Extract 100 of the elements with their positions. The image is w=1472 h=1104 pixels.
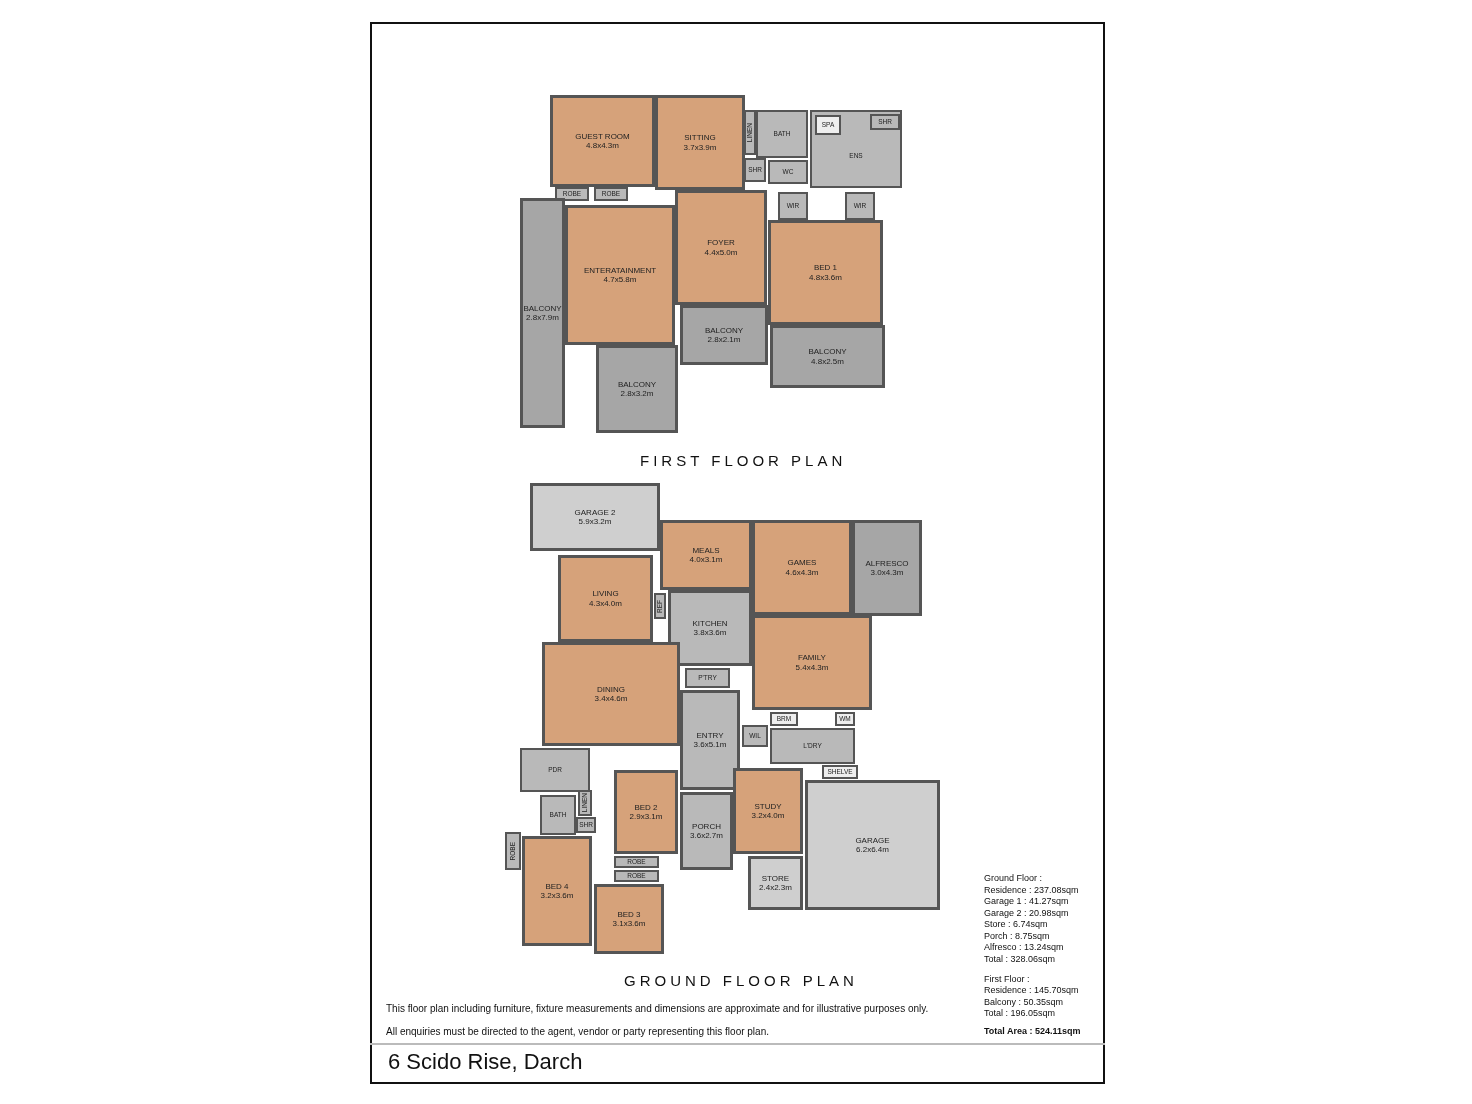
area-summary-line: Garage 1 : 41.27sqm [984,896,1069,906]
room-dimensions: 3.4x4.6m [594,694,628,704]
room-dimensions: 5.4x4.3m [795,662,829,672]
room-name: BED 2 [634,802,658,812]
room-name: SITTING [684,133,716,143]
room-area [614,856,659,868]
room-area [614,770,678,854]
room-area [654,593,666,619]
room-area [768,220,883,325]
room-name: BALCONY [704,325,744,335]
room-name: ENTRY [696,730,724,740]
room-area [770,712,798,726]
area-summary-line: Alfresco : 13.24sqm [984,942,1064,952]
area-summary-line: Ground Floor : [984,873,1043,883]
room-name: BED 3 [617,909,641,919]
room-area [594,187,628,201]
room-dimensions: 3.8x3.6m [693,628,727,638]
room-name: GARAGE [855,835,890,845]
room-dimensions: 4.3x4.0m [589,598,622,608]
room-area [530,483,660,551]
room-area [770,325,885,388]
room-area [810,110,902,188]
room-name: DINING [597,684,625,694]
room-name: GAMES [787,558,817,568]
room-area [680,792,733,870]
room-name: GARAGE 2 [574,507,616,517]
room-name: STORE [761,873,790,883]
area-summary-line: Balcony : 50.35sqm [984,997,1064,1007]
room-dimensions: 6.2x6.4m [856,845,889,855]
area-summary-line: Residence : 145.70sqm [984,985,1079,995]
room-area [744,158,766,182]
room-name: KITCHEN [692,618,728,628]
room-name: ENTERATAINMENT [583,265,657,275]
plan-title: GROUND FLOOR PLAN [624,972,858,989]
room-dimensions: 2.9x3.1m [629,812,663,822]
room-name: ALFRESCO [865,558,909,568]
room-name: MEALS [692,545,720,555]
room-area [522,836,592,946]
room-area [520,198,565,428]
room-dimensions: 3.0x4.3m [870,568,904,578]
room-area [768,160,808,184]
room-name: BED 1 [813,263,838,273]
room-area [594,884,664,954]
room-name: BED 4 [545,881,569,891]
room-area [742,725,768,747]
room-area [733,768,803,854]
room-area [655,95,745,190]
room-area [822,765,858,779]
room-area [685,668,730,688]
room-area [805,780,940,910]
area-summary-line: Total : 328.06sqm [984,954,1056,964]
area-summary-line: Porch : 8.75sqm [984,931,1050,941]
room-area [756,110,808,158]
room-area [752,615,872,710]
room-name: BALCONY [617,379,657,389]
room-area [660,520,752,590]
area-summary-line: Total Area : 524.11sqm [984,1026,1081,1036]
room-area [576,817,596,833]
room-area [550,95,655,187]
room-area [748,856,803,910]
room-area [540,795,576,835]
room-dimensions: 4.8x2.5m [811,356,844,366]
area-summary-line: Residence : 237.08sqm [984,885,1079,895]
room-name: FAMILY [798,653,826,663]
room-dimensions: 4.8x4.3m [586,141,619,151]
room-area [565,205,675,345]
room-area [542,642,680,746]
room-area [520,748,590,792]
room-area [675,190,767,305]
room-area [555,187,589,201]
room-area [505,832,521,870]
room-dimensions: 3.6x2.7m [690,831,723,841]
room-area [596,345,678,433]
room-name: PORCH [692,821,721,831]
room-area [558,555,653,642]
room-dimensions: 2.4x2.3m [759,883,792,893]
room-area [778,192,808,220]
room-name: FOYER [707,238,735,248]
room-area [852,520,922,616]
room-name: BALCONY [523,303,562,313]
room-dimensions: 4.7x5.8m [603,275,637,285]
plan-title: FIRST FLOOR PLAN [640,452,847,469]
room-area [845,192,875,220]
room-area [680,305,768,365]
address-caption: 6 Scido Rise, Darch [388,1049,583,1075]
room-area [835,712,855,726]
area-summary-line: First Floor : [984,974,1030,984]
room-dimensions: 2.8x3.2m [620,389,654,399]
room-dimensions: 2.8x2.1m [707,335,741,345]
room-area [744,110,756,155]
room-dimensions: 3.6x5.1m [693,740,727,750]
disclaimer-text: All enquiries must be directed to the agent, vendor or party representing this floor plan. [386,1026,769,1037]
room-dimensions: 3.2x4.0m [751,811,785,821]
area-summary-line: Garage 2 : 20.98sqm [984,908,1069,918]
room-name: LIVING [592,589,619,599]
room-name: GUEST ROOM [575,131,630,141]
room-dimensions: 4.8x3.6m [809,272,842,282]
room-area [614,870,659,882]
room-dimensions: 4.0x3.1m [689,555,723,565]
room-name: BALCONY [808,347,847,357]
